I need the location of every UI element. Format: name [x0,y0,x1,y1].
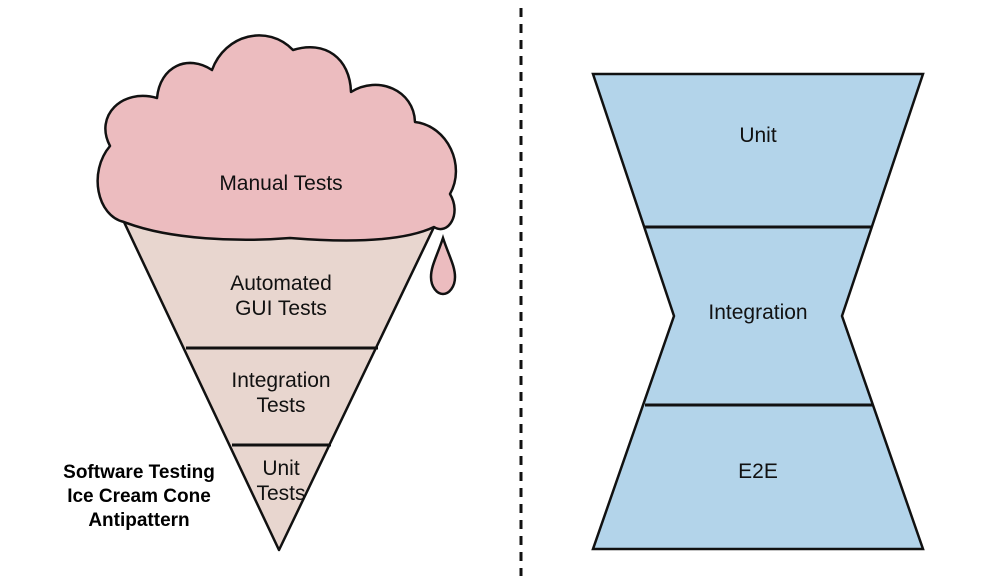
hourglass-section-label: E2E [738,460,778,483]
layer-label-line1: Integration [231,369,330,392]
ice-cream-drip [429,234,457,296]
layer-label-line2: GUI Tests [235,297,327,320]
layer-label-line1: Unit [262,457,300,480]
hourglass-section-label: Integration [708,301,807,324]
hourglass-shape [591,72,925,551]
caption-line: Software Testing [63,462,215,483]
caption-line: Ice Cream Cone [67,486,211,507]
ice-cream-scoop [96,34,458,242]
hourglass-section-label: Unit [739,124,777,147]
caption-line: Antipattern [88,510,189,531]
layer-label-line2: Tests [256,482,305,505]
layer-label-line2: Tests [256,394,305,417]
layer-label-line1: Automated [230,272,332,295]
scoop-label: Manual Tests [219,172,342,195]
